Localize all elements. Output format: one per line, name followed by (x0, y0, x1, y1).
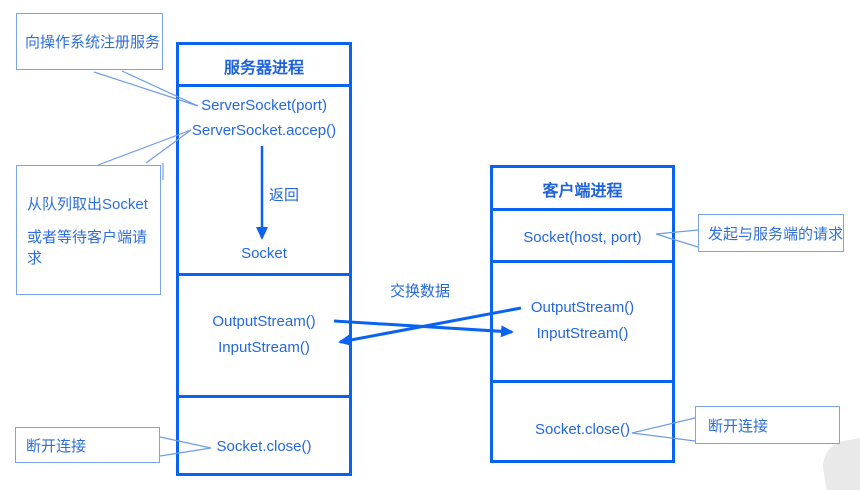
server-header-divider (179, 84, 349, 87)
callout-queue-wait: 从队列取出Socket 或者等待客户端请求 (16, 165, 161, 295)
server-outputstream: OutputStream() (212, 313, 316, 330)
callout-disconnect-left-label: 断开连接 (26, 437, 87, 455)
callout-register-service: 向操作系统注册服务 (16, 13, 163, 70)
client-header-divider (493, 208, 672, 211)
arrow-server-out-to-client-in (333, 319, 514, 338)
client-socket-host-port: Socket(host, port) (523, 229, 642, 246)
server-socket-label: Socket (241, 245, 287, 262)
callout-queue-line2: 或者等待客户端请求 (27, 228, 148, 267)
client-divider-socket (493, 260, 672, 263)
server-divider-close (179, 395, 349, 398)
callout-register-service-label: 向操作系统注册服务 (25, 34, 161, 51)
return-label: 返回 (269, 187, 300, 204)
callout-initiate-request-label: 发起与服务端的请求 (708, 225, 844, 243)
callout-disconnect-right-label: 断开连接 (708, 417, 769, 435)
server-divider-streams (179, 273, 349, 276)
server-serversocket-port: ServerSocket(port) (201, 97, 327, 114)
client-socket-close: Socket.close() (534, 421, 631, 438)
callout-initiate-request: 发起与服务端的请求 (698, 214, 844, 252)
callout-disconnect-right: 断开连接 (695, 406, 840, 444)
client-divider-close (493, 380, 672, 383)
client-outputstream: OutputStream() (530, 299, 635, 316)
callout-disconnect-left: 断开连接 (15, 427, 160, 463)
client-inputstream: InputStream() (536, 325, 629, 342)
server-inputstream: InputStream() (218, 339, 310, 356)
server-process-box (176, 42, 352, 476)
server-title: 服务器进程 (223, 60, 304, 77)
callout-queue-line1: 从队列取出Socket (27, 195, 148, 213)
server-socket-close: Socket.close() (216, 438, 312, 455)
client-title: 客户端进程 (542, 183, 623, 200)
server-serversocket-accept: ServerSocket.accep() (191, 122, 337, 139)
exchange-data-label: 交换数据 (390, 283, 451, 300)
